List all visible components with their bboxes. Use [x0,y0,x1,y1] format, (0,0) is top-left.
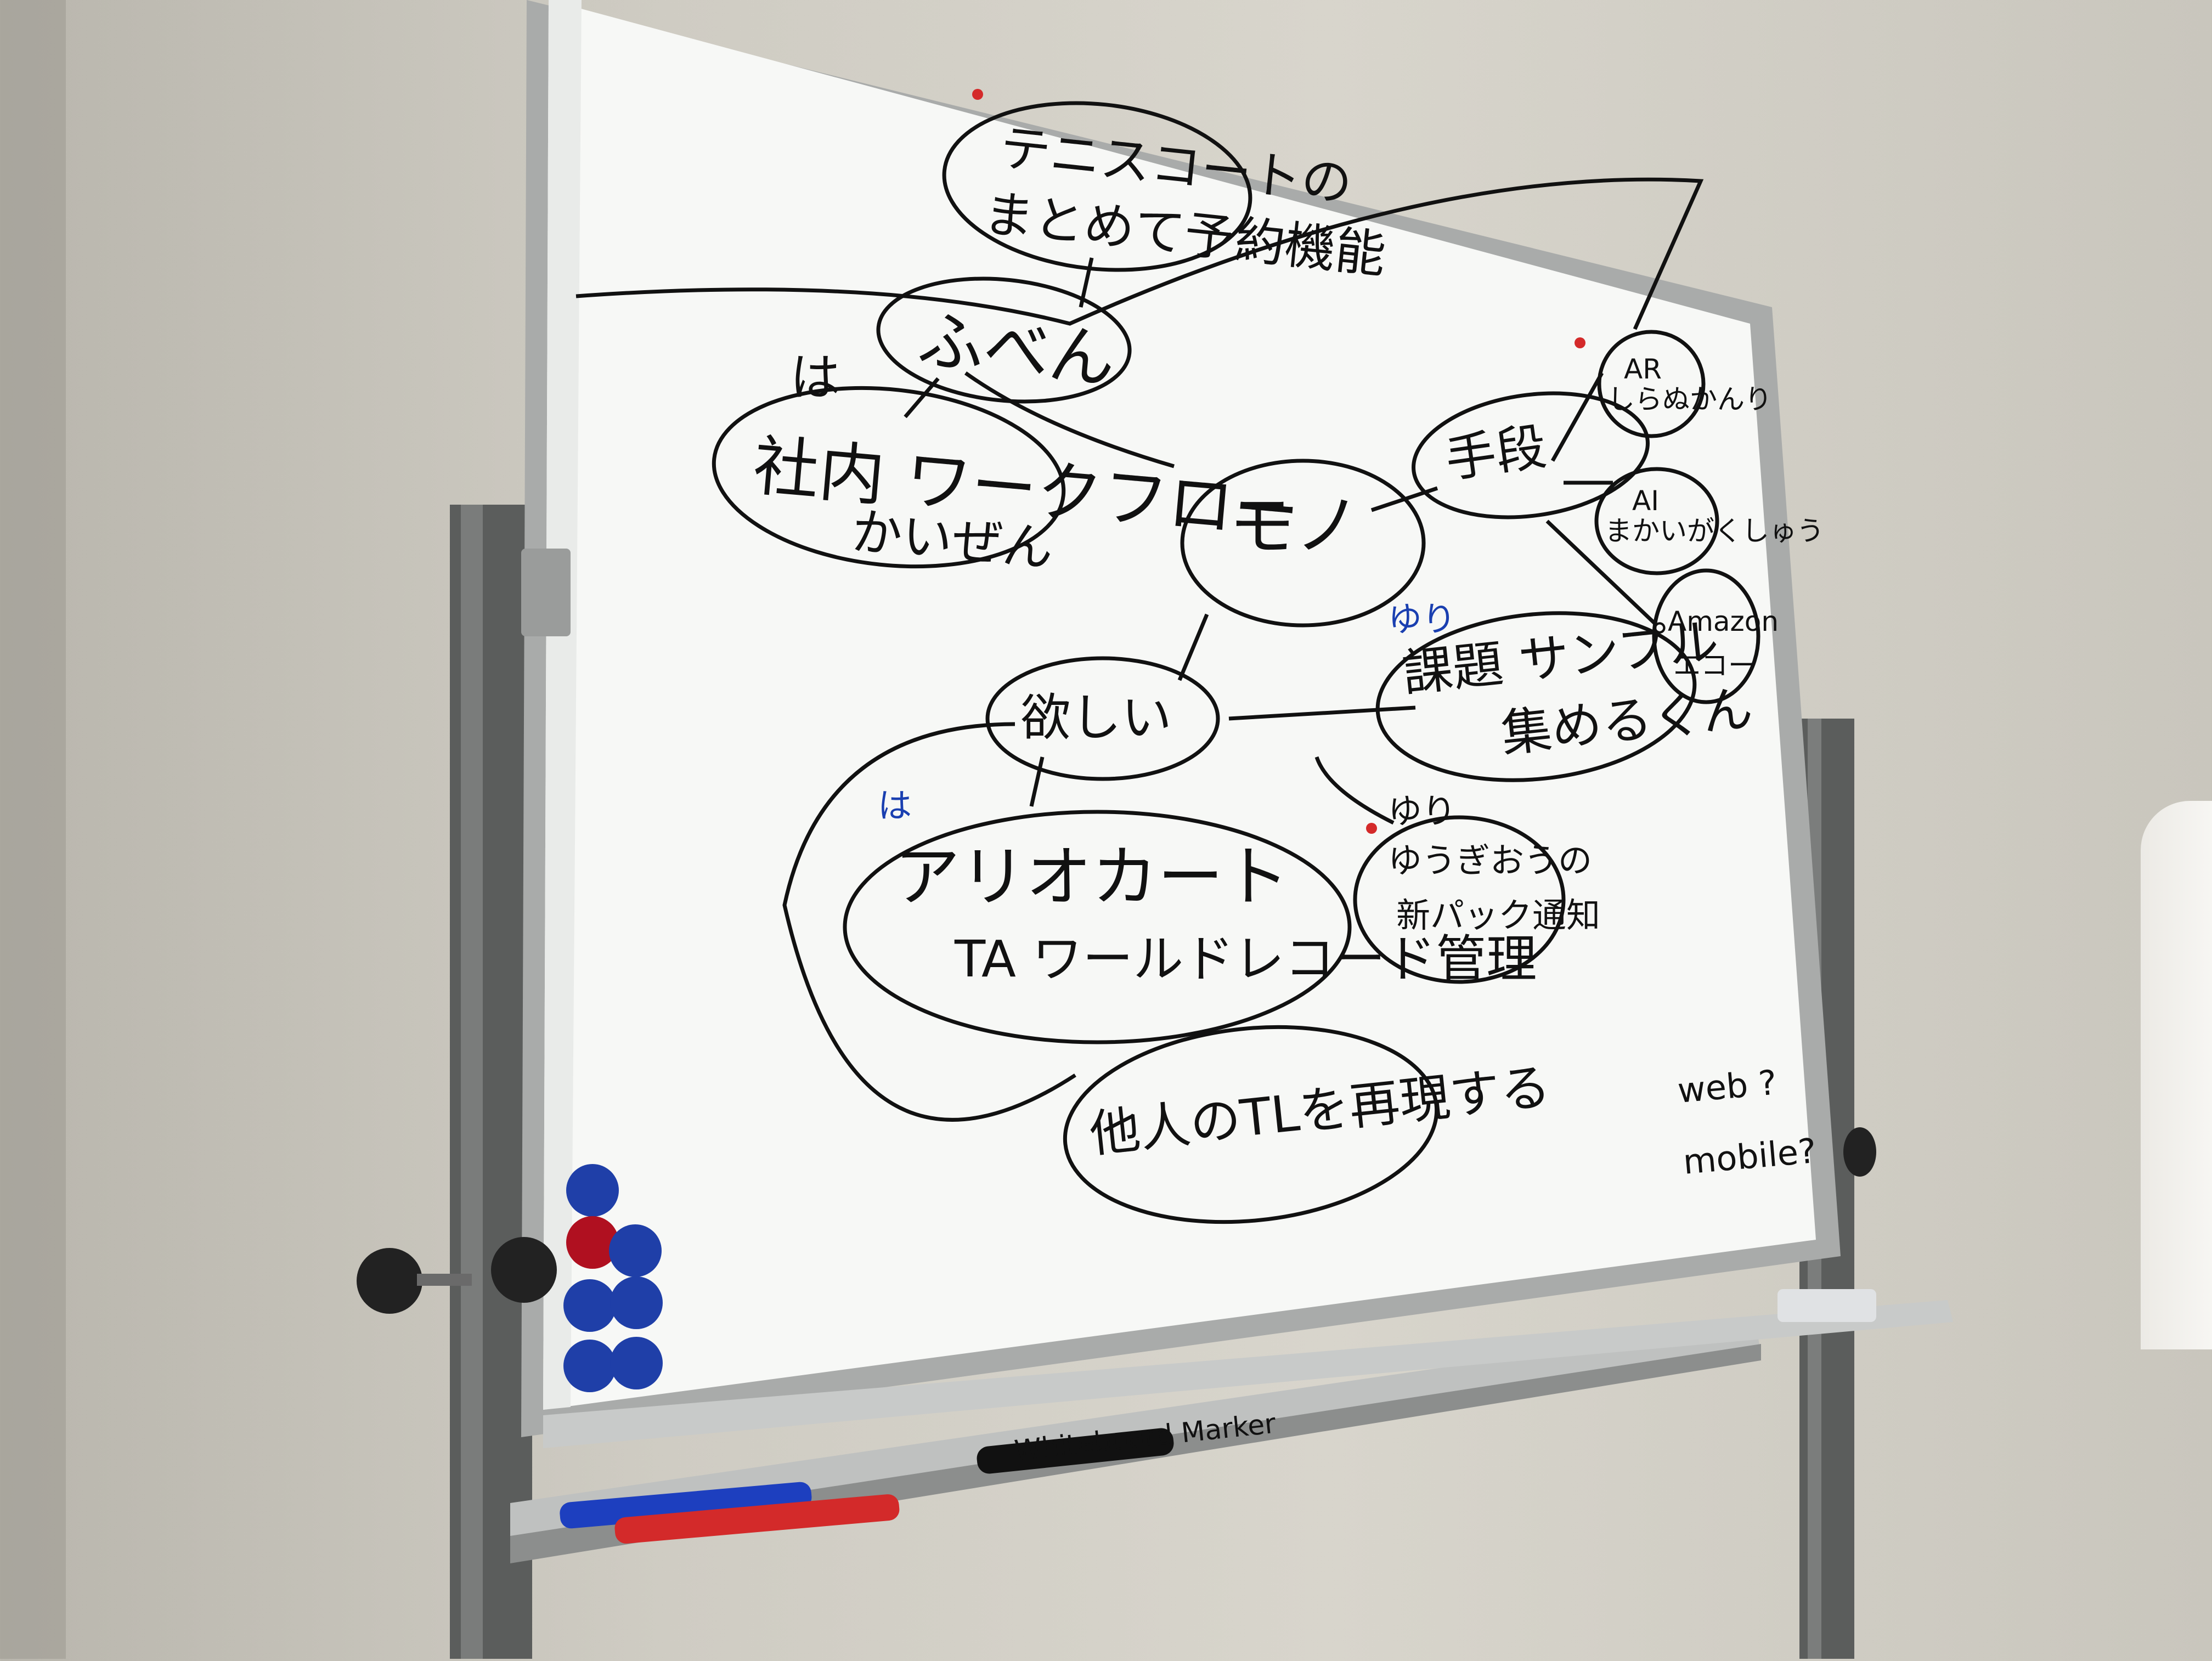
node-mono: モノ [1229,488,1361,564]
bubble-shudan [1412,391,1650,519]
node-hoshii: 欲しい [1020,688,1172,747]
tension-knob-right[interactable] [491,1237,557,1303]
node-yuri-line2: 新パック通知 [1396,895,1600,935]
priority-dots [972,89,1585,834]
node-ar-line1: AR [1624,353,1662,385]
bubble-shanai [712,386,1066,569]
bubble-tl [1063,1025,1439,1224]
eraser[interactable] [1778,1289,1876,1322]
node-ai-line1: AI [1632,485,1659,517]
node-shudan: 手段 [1442,417,1550,489]
label-ha-bottom: は [878,786,912,826]
bubble-ai [1594,467,1719,575]
node-amazon-line1: Amazon [1668,606,1779,637]
magnets[interactable] [563,1164,663,1392]
stand [450,505,1854,1659]
wall-corner-shadow [0,0,66,1659]
marker-blue[interactable] [559,1481,812,1529]
board-surface [543,0,1816,1410]
bubble-ar [1597,330,1706,438]
tag-yuri: ゆり [1388,791,1456,831]
node-ar-line2: しらぬかんり [1607,383,1772,415]
bubble-yuri [1353,815,1566,984]
tag-kadai: ゆり [1388,599,1456,639]
node-amazon-line2: エコー [1673,649,1756,681]
bubble-alicart [843,810,1352,1044]
bubble-top [942,101,1252,272]
mindmap-bubbles [712,101,1760,1224]
person-edge [2141,801,2212,1349]
board-ledge [543,1289,1953,1448]
bubble-mono [1180,459,1426,628]
node-yuri-line1: ゆうぎおうの [1388,840,1592,880]
bubble-kadai [1375,611,1697,782]
bubble-hoshii [985,656,1220,781]
node-alicart-line2: TA ワールドレコード管理 [954,930,1537,988]
note-web: web ? [1676,1062,1779,1110]
bubble-amazon [1652,568,1760,704]
bubble-fuben [876,276,1132,404]
marker-red[interactable] [614,1493,900,1544]
node-alicart-line1: アリオカート [894,839,1289,916]
tension-knob-far[interactable] [1843,1127,1876,1177]
tension-knob-left[interactable] [357,1248,472,1314]
whiteboard [521,0,1841,1437]
hinge [521,549,571,636]
label-ha-left: は [790,348,840,407]
node-ai-line2: まかいがくしゅう [1605,515,1824,547]
